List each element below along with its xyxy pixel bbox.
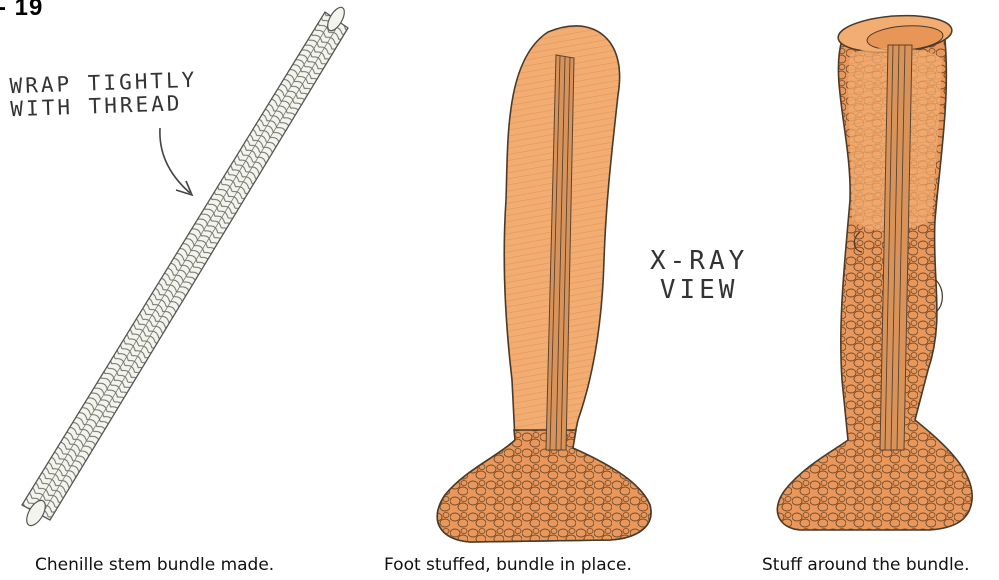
pointer-arrow bbox=[160, 128, 190, 193]
xray-annotation-line-2: VIEW bbox=[650, 276, 748, 305]
caption-stuff-around: Stuff around the bundle. bbox=[762, 555, 970, 575]
xray-annotation-line-1: X-RAY bbox=[650, 247, 748, 276]
caption-chenille-bundle: Chenille stem bundle made. bbox=[35, 555, 274, 575]
xray-view-annotation: X-RAY VIEW bbox=[650, 247, 748, 304]
caption-foot-stuffed: Foot stuffed, bundle in place. bbox=[384, 555, 632, 575]
leg-figure-stuffed-around-bundle bbox=[777, 12, 972, 530]
leg-figure-foot-stuffed bbox=[437, 26, 651, 542]
wrap-thread-annotation: WRAP TIGHTLY WITH THREAD bbox=[9, 69, 198, 122]
